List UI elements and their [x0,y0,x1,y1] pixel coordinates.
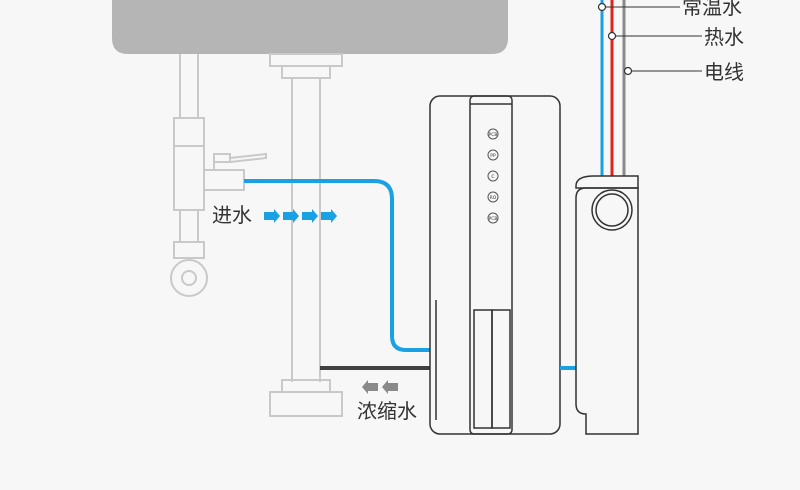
room-temp-dot [597,2,607,12]
hot-water-dot [607,31,617,41]
filter-icon-4: RO [487,191,499,203]
sink-basin [112,0,508,54]
filter-icon-1: PCB [487,128,499,140]
hot-water-label: 热水 [704,25,744,49]
waste-flow-arrows [362,380,398,394]
power-line-label: 电线 [704,60,744,84]
water-purifier [429,95,561,435]
inlet-flow-arrows [264,209,337,223]
filter-icon-4-label: RO [490,195,497,201]
leader-lines [602,6,702,72]
filter-icon-5: PCB [487,212,499,224]
power-line-dot [623,66,633,76]
filter-icon-3: C [487,170,499,182]
filter-indicators: PCB PP C RO PCB [487,128,499,224]
angle-valve [170,54,267,297]
waste-water-label: 浓缩水 [357,399,417,423]
filter-icon-2: PP [487,149,499,161]
water-in-label: 进水 [212,203,252,227]
inlet-pipe [244,179,430,352]
drain-pipe [269,53,343,417]
heater-unit [575,175,639,435]
filter-icon-2-label: PP [490,153,496,159]
filter-icon-5-label: PCB [489,216,498,222]
room-temp-label: 常温水 [682,0,742,19]
filter-icon-3-label: C [491,174,494,180]
filter-icon-1-label: PCB [489,132,498,138]
